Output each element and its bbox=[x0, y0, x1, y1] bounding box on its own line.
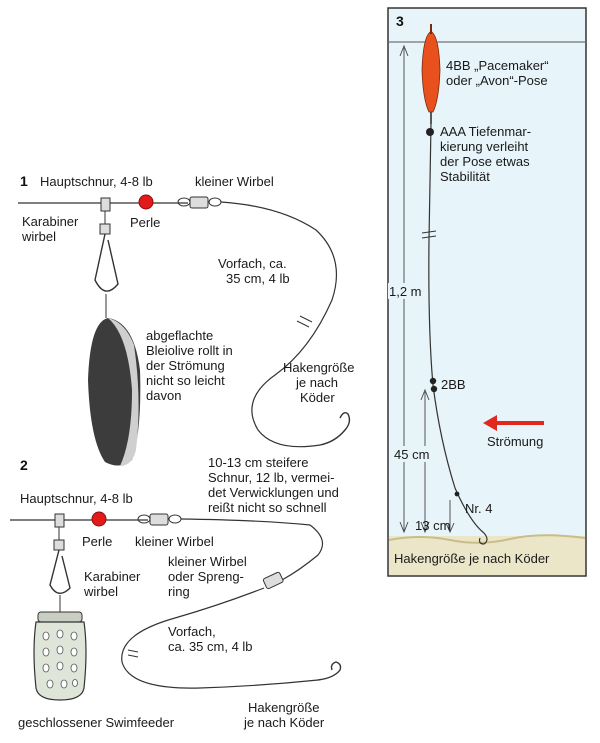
bead-1 bbox=[138, 194, 154, 210]
clip-swivel-1 bbox=[100, 197, 111, 212]
2bb-shot-bottom bbox=[430, 385, 438, 393]
snap-clip-1 bbox=[94, 233, 119, 292]
leader-2 bbox=[121, 587, 319, 689]
clip-swivel-label-1: Karabiner wirbel bbox=[21, 214, 82, 244]
small-swivel-label-1: kleiner Wirbel bbox=[195, 174, 274, 189]
small-swivel-2 bbox=[149, 513, 169, 526]
panel-1-leger-rig: 1 Hauptschnur, 4-8 lb kleiner Wirbel Kar… bbox=[18, 173, 358, 466]
panel-2-feeder-rig: 2 10-13 cm steifere Schnur, 12 lb, verme… bbox=[10, 455, 342, 730]
bead-label-2: Perle bbox=[82, 534, 112, 549]
hook-3 bbox=[478, 532, 488, 545]
leader-label-2: Vorfach, ca. 35 cm, 4 lb bbox=[168, 624, 253, 654]
panel-3-float-rig: 3 1,2 m 45 cm 13 cm 4BB „Pacemaker“ bbox=[387, 7, 587, 577]
stiff-line-2 bbox=[180, 518, 324, 581]
hook-size-label-2: Hakengröße je nach Köder bbox=[243, 700, 325, 730]
feeder-label: geschlossener Swimfeeder bbox=[18, 715, 175, 730]
snap-clip-2 bbox=[49, 549, 71, 594]
small-swivel-1 bbox=[189, 196, 209, 209]
leader-1 bbox=[220, 201, 338, 448]
current-arrow-icon bbox=[483, 415, 544, 431]
small-swivel-label-2: kleiner Wirbel bbox=[135, 534, 214, 549]
line-break-2 bbox=[421, 235, 437, 239]
main-line-label-2: Hauptschnur, 4-8 lb bbox=[20, 491, 133, 506]
2bb-shot-top bbox=[429, 377, 437, 385]
clip-swivel-2 bbox=[54, 513, 65, 528]
shot-no4-label: Nr. 4 bbox=[465, 501, 492, 516]
float-line bbox=[428, 123, 485, 534]
depth-1-2m: 1,2 m bbox=[389, 284, 422, 299]
hook-size-label-3: Hakengröße je nach Köder bbox=[394, 551, 550, 566]
float-label: 4BB „Pacemaker“ oder „Avon“-Pose bbox=[446, 58, 552, 88]
depth-13cm: 13 cm bbox=[415, 518, 450, 533]
no4-shot bbox=[454, 491, 460, 497]
dim-1-2m-arrow-bottom bbox=[399, 521, 409, 534]
dim-13cm-arrow-bottom bbox=[445, 522, 455, 534]
shot-2bb-label: 2BB bbox=[441, 377, 466, 392]
depth-45cm: 45 cm bbox=[394, 447, 429, 462]
hook-1 bbox=[319, 411, 351, 446]
panel-2-number: 2 bbox=[20, 457, 28, 473]
dim-45cm-arrow-top bbox=[420, 388, 430, 401]
panel-1-number: 1 bbox=[20, 173, 28, 189]
dim-45cm-arrow-bottom bbox=[420, 521, 430, 534]
water-box bbox=[387, 7, 587, 577]
bead-label-1: Perle bbox=[130, 215, 160, 230]
clip-swivel-label-2: Karabiner wirbel bbox=[83, 569, 144, 599]
leader-label-1: Vorfach, ca. 35 cm, 4 lb bbox=[218, 256, 290, 286]
hook-2 bbox=[317, 661, 342, 681]
marker-label: AAA Tiefenmar- kierung verleiht der Pose… bbox=[440, 124, 535, 184]
dim-1-2m-arrow-top bbox=[399, 44, 409, 57]
panel-3-number: 3 bbox=[396, 13, 404, 29]
bed-texture bbox=[388, 534, 586, 544]
weight-label: abgeflachte Bleiolive rollt in der Ström… bbox=[146, 328, 236, 403]
swivel-or-ring-label: kleiner Wirbel oder Spreng- ring bbox=[168, 554, 250, 599]
aaa-shot bbox=[426, 128, 434, 136]
current-label: Strömung bbox=[487, 434, 543, 449]
stiff-line-label: 10-13 cm steifere Schnur, 12 lb, vermei-… bbox=[208, 455, 342, 515]
bead-2 bbox=[91, 511, 107, 527]
main-line-label-1: Hauptschnur, 4-8 lb bbox=[40, 174, 153, 189]
swimfeeder bbox=[33, 611, 87, 701]
float bbox=[421, 31, 441, 113]
hook-size-label-1: Hakengröße je nach Köder bbox=[283, 360, 358, 405]
line-break-1 bbox=[421, 230, 437, 234]
swivel-or-ring bbox=[262, 571, 284, 590]
